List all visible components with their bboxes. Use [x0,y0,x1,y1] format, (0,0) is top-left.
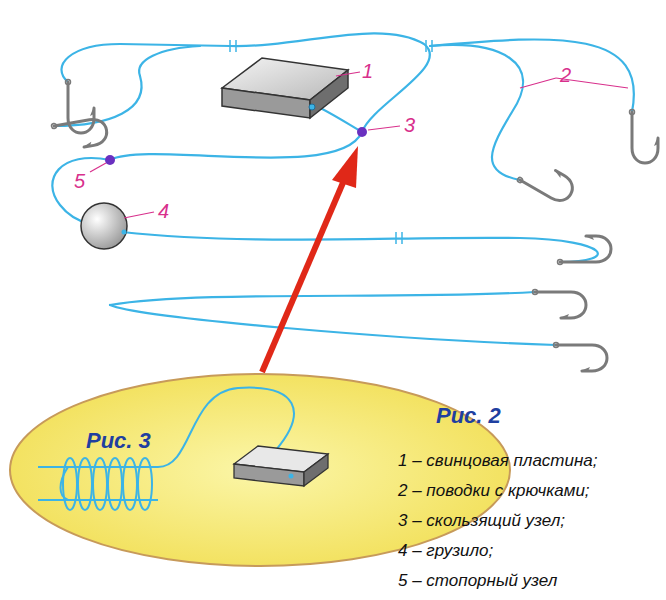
legend-line: 3 – скользящий узел; [398,512,565,531]
callout-number: 1 [362,60,373,82]
hook [517,156,578,207]
legend-line: 5 – стопорный узел [398,572,557,591]
red-arrow [262,146,358,372]
hook [51,115,109,152]
sinker-ball [81,203,127,249]
callout-number: 3 [404,114,415,136]
lead-plate [222,58,348,118]
leader-lines [90,72,628,218]
hook [554,343,608,372]
stopper-knot [105,155,115,165]
sliding-knot [357,127,367,137]
legend-line: 4 – грузило; [398,542,493,561]
sinker-hole [122,230,127,235]
hook [558,236,612,265]
figure-title: Рис. 3 [86,428,151,454]
hook [66,80,95,134]
callout-number: 5 [74,170,85,192]
sliding-knot-illustration [38,388,328,510]
callout-number: 4 [158,200,169,222]
legend-line: 1 – свинцовая пластина; [398,452,598,471]
callout-number: 2 [560,64,571,86]
legend-line: 2 – поводки с крючками; [398,482,590,501]
figure-title: Рис. 2 [436,404,501,428]
hooks [51,80,658,372]
hook [533,290,587,319]
hook [630,110,659,164]
